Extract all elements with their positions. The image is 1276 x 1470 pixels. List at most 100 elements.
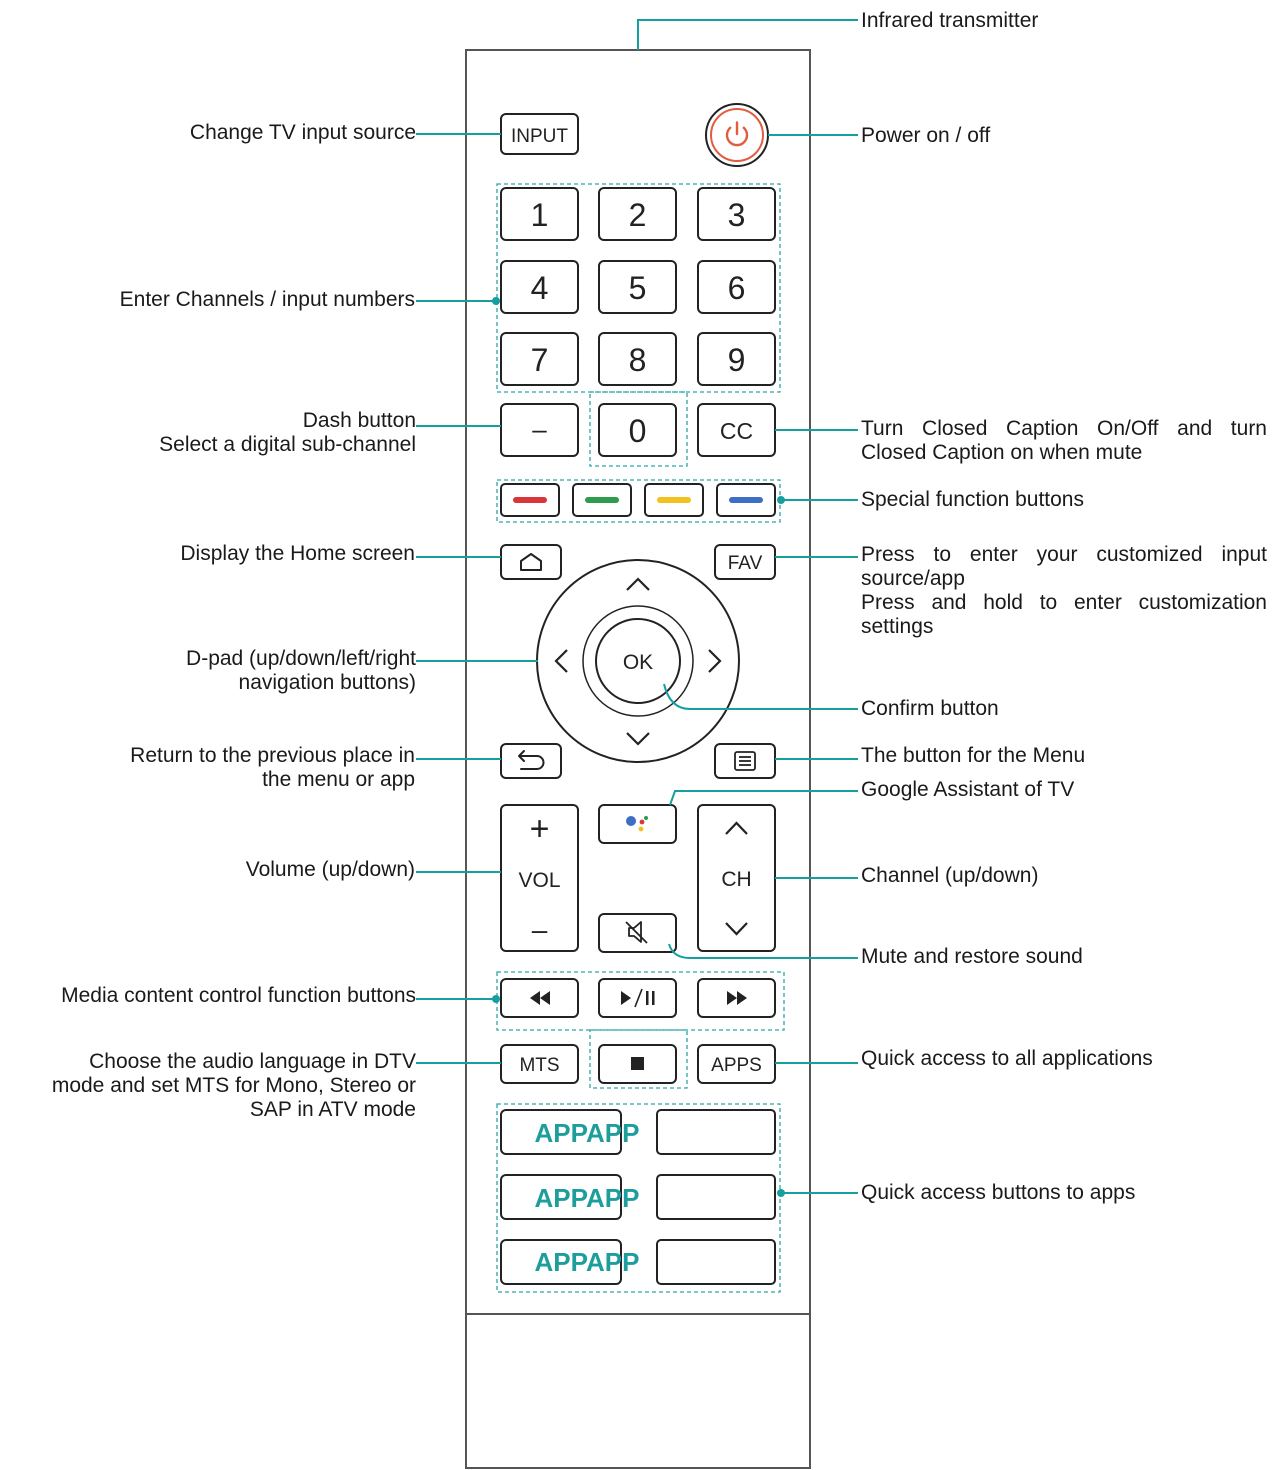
blue-bar bbox=[729, 497, 763, 503]
green-button[interactable] bbox=[572, 483, 632, 517]
yellow-button[interactable] bbox=[644, 483, 704, 517]
leader-mute bbox=[668, 943, 858, 959]
label-mts-line: Choose the audio language in DTV bbox=[89, 1050, 416, 1073]
home-icon bbox=[520, 553, 542, 571]
blue-button[interactable] bbox=[716, 483, 776, 517]
back-arrow-icon bbox=[518, 750, 545, 770]
digit-button-frame bbox=[697, 332, 776, 386]
volume-down-label[interactable]: – bbox=[532, 914, 548, 945]
play-pause-button[interactable] bbox=[598, 978, 677, 1018]
volume-up-label[interactable]: + bbox=[530, 810, 550, 848]
dpad: OK bbox=[536, 559, 740, 763]
dpad-up-icon[interactable] bbox=[626, 577, 650, 591]
label-menu: The button for the Menu bbox=[861, 744, 1086, 767]
stop-icon bbox=[631, 1057, 644, 1070]
digit-button-label: 8 bbox=[629, 342, 647, 378]
home-button[interactable] bbox=[500, 544, 562, 580]
input-button-label: INPUT bbox=[511, 126, 568, 147]
label-confirm: Confirm button bbox=[861, 697, 999, 720]
label-media: Media content control function buttons bbox=[61, 984, 416, 1007]
dash-button[interactable]: – bbox=[500, 403, 579, 457]
digit-button-label: 1 bbox=[531, 197, 549, 233]
label-dash-line: Select a digital sub-channel bbox=[159, 433, 416, 456]
dpad-right-icon[interactable] bbox=[708, 649, 722, 673]
google-assistant-icon bbox=[626, 816, 648, 832]
channel-rocker[interactable]: CH bbox=[697, 804, 776, 952]
rewind-button[interactable] bbox=[500, 978, 579, 1018]
label-back-line: Return to the previous place in bbox=[130, 744, 415, 767]
app-button-label: APPAPP bbox=[535, 1183, 640, 1213]
channel-label: CH bbox=[721, 868, 751, 891]
app-button-2[interactable]: APPAPP bbox=[500, 1174, 776, 1220]
leader-infrared bbox=[637, 19, 858, 50]
digit-button-frame bbox=[500, 260, 579, 314]
assistant-button[interactable] bbox=[598, 804, 677, 844]
label-apps: Quick access to all applications bbox=[861, 1047, 1153, 1070]
zero-button-label: 0 bbox=[629, 413, 647, 449]
digit-button-frame bbox=[500, 187, 579, 241]
digit-button-label: 5 bbox=[629, 270, 647, 306]
channel-down-icon[interactable] bbox=[725, 922, 748, 936]
label-fav: Press to enter your customized input sou… bbox=[861, 543, 1267, 639]
digit-button-1[interactable]: 1 bbox=[500, 187, 579, 241]
label-fav-line: settings bbox=[861, 615, 934, 638]
zero-button[interactable]: 0 bbox=[598, 403, 677, 457]
mute-icon bbox=[625, 921, 648, 944]
red-bar bbox=[513, 497, 547, 503]
apps-button[interactable]: APPS bbox=[697, 1044, 776, 1084]
leader-confirm bbox=[663, 683, 858, 710]
label-mute: Mute and restore sound bbox=[861, 945, 1083, 968]
power-button[interactable] bbox=[705, 103, 769, 167]
stop-button[interactable] bbox=[598, 1044, 677, 1084]
number-keys: 1 2 3 4 5 6 7 8 9 bbox=[500, 187, 776, 386]
digit-button-9[interactable]: 9 bbox=[697, 332, 776, 386]
digit-button-7[interactable]: 7 bbox=[500, 332, 579, 386]
input-button[interactable]: INPUT bbox=[500, 113, 579, 155]
dot-special bbox=[777, 496, 785, 504]
play-pause-icon bbox=[621, 988, 655, 1008]
digit-button-4[interactable]: 4 bbox=[500, 260, 579, 314]
cc-button[interactable]: CC bbox=[697, 403, 776, 457]
label-cc-line: Closed Caption on when mute bbox=[861, 441, 1143, 464]
menu-button[interactable] bbox=[714, 743, 776, 779]
digit-button-8[interactable]: 8 bbox=[598, 332, 677, 386]
app-button-3[interactable]: APPAPP bbox=[500, 1239, 776, 1285]
digit-button-2[interactable]: 2 bbox=[598, 187, 677, 241]
label-home: Display the Home screen bbox=[180, 542, 415, 565]
label-mts-line: SAP in ATV mode bbox=[249, 1098, 416, 1121]
fav-button[interactable]: FAV bbox=[714, 544, 776, 580]
label-dpad-line: D-pad (up/down/left/right bbox=[186, 647, 416, 670]
label-special: Special function buttons bbox=[861, 488, 1084, 511]
digit-button-6[interactable]: 6 bbox=[697, 260, 776, 314]
label-mts-line: mode and set MTS for Mono, Stereo or bbox=[51, 1074, 416, 1097]
app-button-1[interactable]: APPAPP bbox=[500, 1109, 776, 1155]
label-dpad-line: navigation buttons) bbox=[238, 671, 416, 694]
rewind-icon bbox=[530, 991, 550, 1005]
ok-button[interactable]: OK bbox=[582, 605, 694, 717]
label-input-source: Change TV input source bbox=[189, 121, 416, 144]
mute-button[interactable] bbox=[598, 913, 677, 953]
digit-button-label: 2 bbox=[629, 197, 647, 233]
dpad-left-icon[interactable] bbox=[554, 649, 568, 673]
fast-forward-icon bbox=[727, 991, 747, 1005]
mts-button[interactable]: MTS bbox=[500, 1044, 579, 1084]
label-power: Power on / off bbox=[861, 124, 991, 147]
volume-rocker[interactable]: + VOL – bbox=[500, 804, 579, 952]
menu-icon bbox=[734, 751, 756, 771]
stop-group-outline bbox=[589, 1029, 688, 1089]
dot-media bbox=[492, 995, 500, 1003]
channel-up-icon[interactable] bbox=[725, 821, 748, 835]
dpad-down-icon[interactable] bbox=[626, 732, 650, 746]
digit-button-label: 7 bbox=[531, 342, 549, 378]
app-group-outline bbox=[496, 1103, 781, 1293]
red-button[interactable] bbox=[500, 483, 560, 517]
digit-button-5[interactable]: 5 bbox=[598, 260, 677, 314]
back-button[interactable] bbox=[500, 743, 562, 779]
digit-button-3[interactable]: 3 bbox=[697, 187, 776, 241]
dot-app-buttons bbox=[777, 1189, 785, 1197]
label-dash-line: Dash button bbox=[302, 409, 416, 432]
label-fav-line: Press to enter your customized input bbox=[861, 543, 1267, 566]
fast-forward-button[interactable] bbox=[697, 978, 776, 1018]
digit-button-frame bbox=[500, 332, 579, 386]
